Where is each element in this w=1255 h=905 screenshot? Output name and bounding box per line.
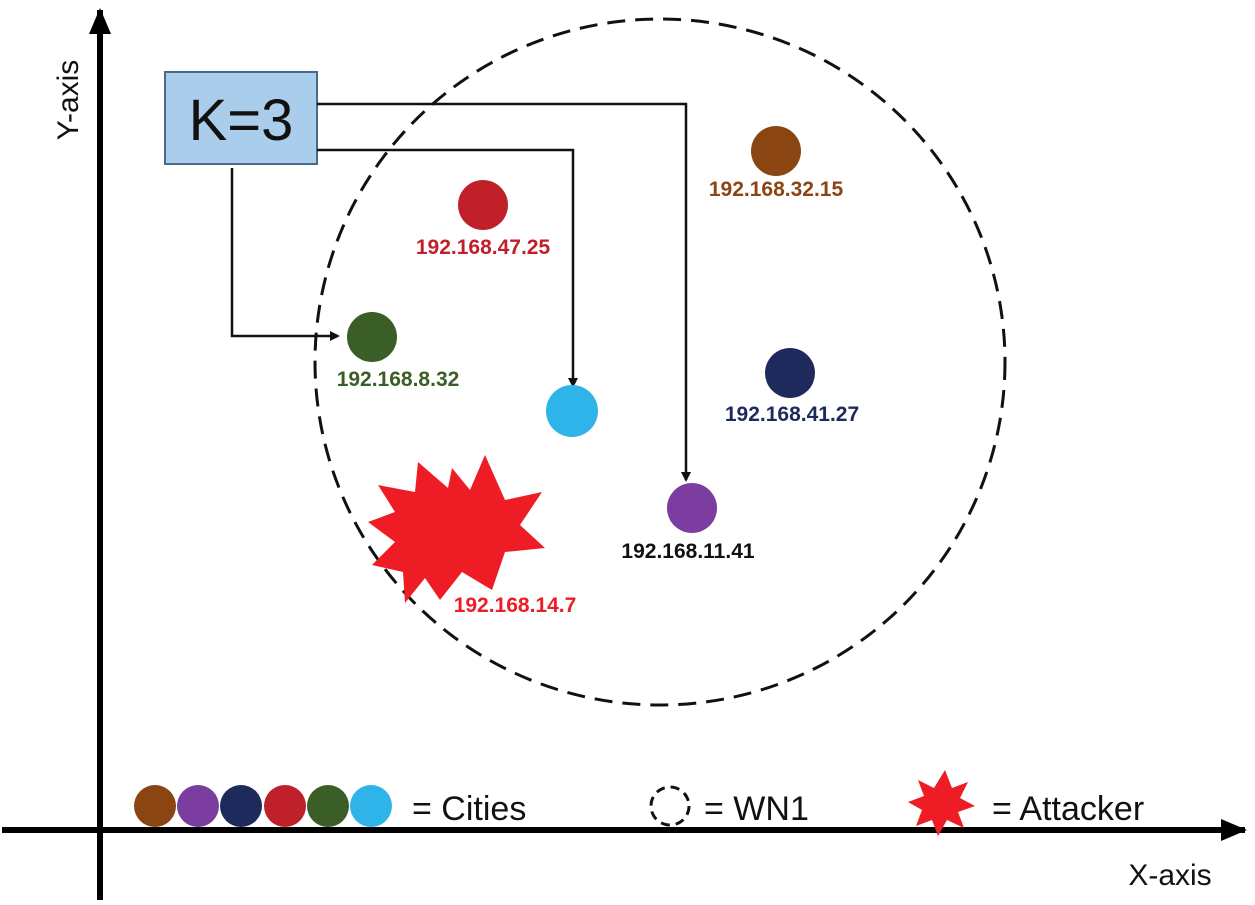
legend-city-red-icon	[264, 785, 306, 827]
ip-label-navy: 192.168.41.27	[725, 403, 859, 426]
city-node-navy	[765, 348, 815, 398]
city-node-red	[458, 180, 508, 230]
city-node-purple	[667, 483, 717, 533]
legend-city-navy-icon	[220, 785, 262, 827]
city-node-brown	[751, 126, 801, 176]
legend-city-green-icon	[307, 785, 349, 827]
legend: = Cities = WN1 = Attacker	[134, 770, 1144, 836]
k-box	[164, 71, 318, 165]
legend-city-cyan-icon	[350, 785, 392, 827]
ip-label-red: 192.168.47.25	[416, 236, 551, 259]
k-label: K=3	[189, 88, 294, 153]
legend-wn1-label: = WN1	[704, 790, 809, 828]
legend-wn1-icon	[649, 785, 691, 827]
k-arrow-to-cyan	[317, 148, 578, 388]
legend-attacker-icon	[908, 770, 975, 836]
wn1-circle	[313, 17, 1007, 707]
legend-city-brown-icon	[134, 785, 176, 827]
legend-cities-label: = Cities	[412, 790, 526, 828]
legend-attacker-label: = Attacker	[992, 790, 1144, 828]
x-axis-label: X-axis	[1128, 859, 1211, 892]
ip-label-green: 192.168.8.32	[337, 368, 460, 391]
k-arrow-to-green	[230, 168, 340, 341]
k-arrow-to-purple	[317, 102, 691, 482]
city-node-cyan	[546, 385, 598, 437]
attacker-burst-icon	[368, 455, 545, 603]
ip-label-purple: 192.168.11.41	[621, 540, 754, 563]
legend-city-purple-icon	[177, 785, 219, 827]
ip-label-brown: 192.168.32.15	[709, 178, 844, 201]
y-axis-label: Y-axis	[52, 60, 85, 141]
city-node-green	[347, 312, 397, 362]
ip-label-attacker: 192.168.14.7	[454, 594, 577, 617]
